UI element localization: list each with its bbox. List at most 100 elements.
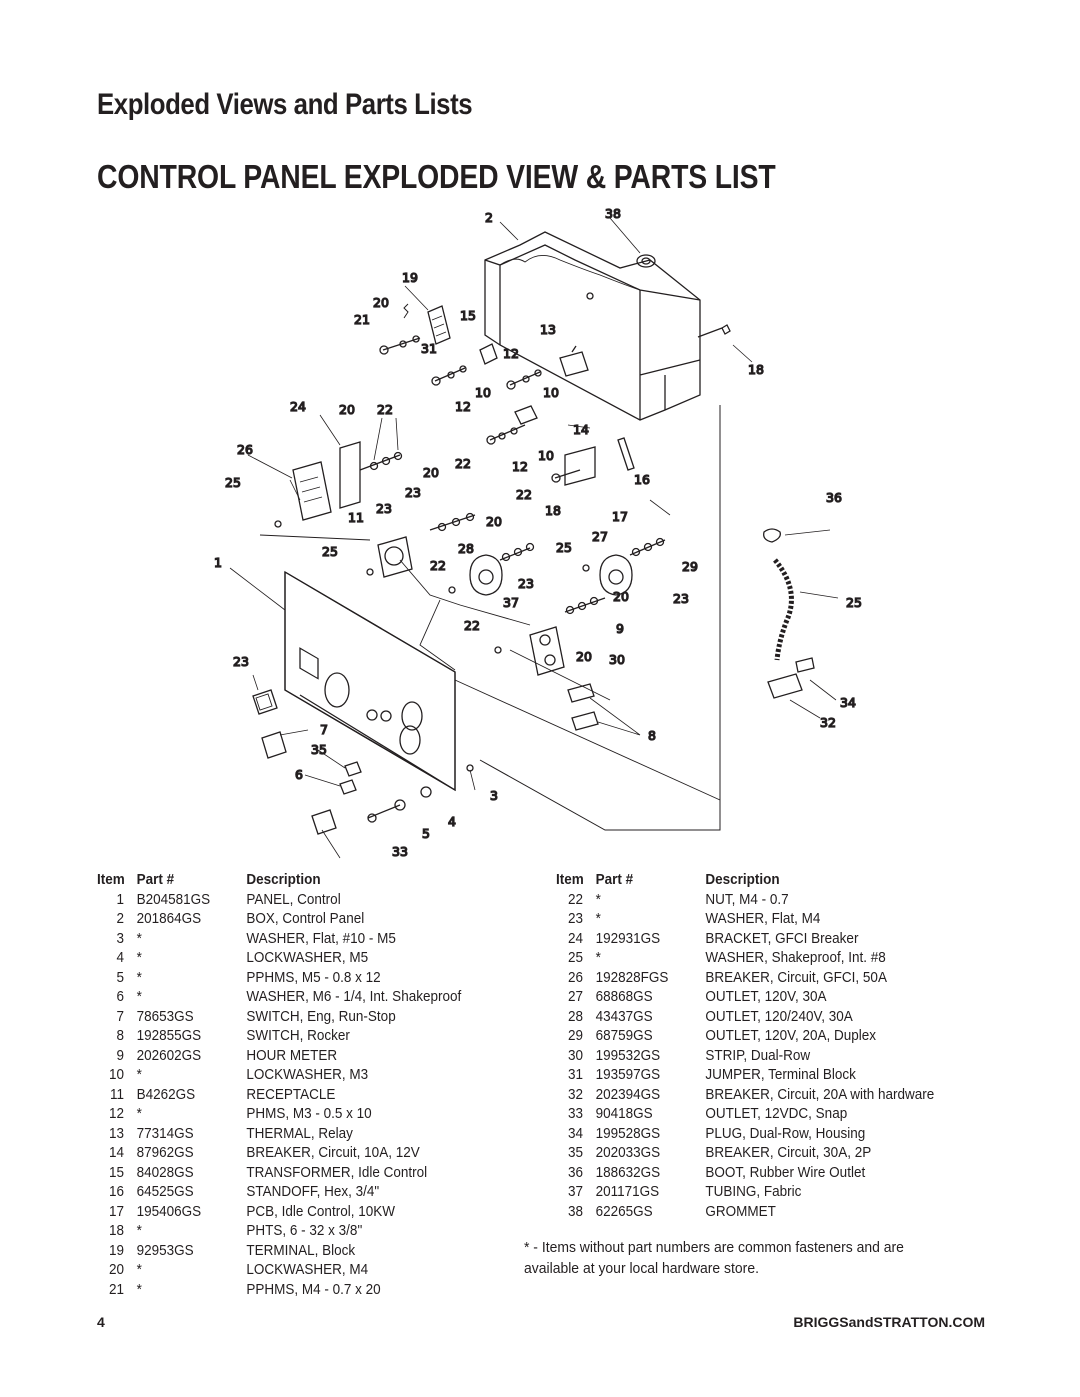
part-description: TRANSFORMER, Idle Control: [246, 1163, 428, 1181]
callout-25: 22: [464, 618, 480, 633]
callout-24: 24: [290, 399, 306, 414]
part-description: STRIP, Dual-Row: [705, 1046, 811, 1064]
table-header: Item Part # Description: [556, 870, 934, 890]
callout-28: 28: [458, 541, 474, 556]
callout-16: 16: [634, 472, 650, 487]
callout-30: 34: [840, 695, 856, 710]
callout-19: 19: [402, 270, 418, 285]
item-number: 34: [567, 1124, 583, 1142]
part-number: *: [136, 949, 142, 966]
part-description: RECEPTACLE: [246, 1085, 336, 1103]
callout-12: 12: [455, 399, 471, 414]
table-row: 26 192828FGS BREAKER, Circuit, GFCI, 50A: [556, 968, 934, 988]
item-number: 26: [567, 968, 583, 986]
part-description: GROMMET: [705, 1202, 776, 1220]
part-description: SWITCH, Eng, Run-Stop: [246, 1007, 396, 1025]
part-description: HOUR METER: [246, 1046, 338, 1064]
callout-7: 35: [311, 742, 327, 757]
item-number: 18: [108, 1222, 124, 1239]
callout-23: 37: [503, 595, 519, 610]
part-description: LOCKWASHER, M5: [246, 949, 369, 966]
callout-25: 22: [430, 558, 446, 573]
part-description: WASHER, Flat, M4: [705, 910, 821, 927]
part-description: LOCKWASHER, M4: [246, 1261, 369, 1278]
part-description: OUTLET, 12VDC, Snap: [705, 1105, 848, 1122]
part-description: PCB, Idle Control, 10KW: [246, 1202, 395, 1220]
item-number: 13: [108, 1124, 124, 1142]
callout-22: 22: [377, 402, 393, 417]
item-number: 4: [116, 949, 124, 966]
callout-20: 20: [423, 465, 439, 480]
part-description: PHTS, 6 - 32 x 3/8": [246, 1222, 363, 1239]
item-number: 30: [567, 1046, 583, 1064]
callout-36: 36: [826, 490, 842, 505]
part-description: SWITCH, Rocker: [246, 1027, 350, 1044]
callout-17: 17: [612, 509, 628, 524]
part-description: OUTLET, 120V, 20A, Duplex: [705, 1027, 877, 1044]
part-number: 62265GS: [595, 1202, 653, 1220]
item-number: 29: [567, 1027, 583, 1044]
part-number: *: [136, 1105, 142, 1122]
footnote: * - Items without part numbers are commo…: [524, 1239, 904, 1277]
callout-5: 33: [392, 844, 408, 859]
part-number: *: [136, 1261, 142, 1278]
callout-23: 20: [576, 649, 592, 664]
callout-25: 25: [556, 540, 572, 555]
control-box-drawing: [484, 231, 701, 421]
callout-29: 23: [518, 576, 534, 591]
part-number: 201171GS: [595, 1183, 660, 1200]
callout-6: 3: [490, 788, 498, 803]
item-number: 31: [567, 1066, 583, 1083]
item-number: 32: [567, 1085, 583, 1103]
callout-34: 32: [820, 715, 836, 730]
item-number: 3: [116, 929, 124, 947]
callouts: 2 38 19 20 21 31 15 13 12 10 10 12 18 24…: [213, 205, 862, 859]
part-number: *: [136, 1280, 142, 1298]
part-number: 192931GS: [595, 929, 661, 947]
item-number: 33: [567, 1105, 583, 1122]
part-description: BREAKER, Circuit, GFCI, 50A: [705, 968, 887, 986]
item-number: 28: [567, 1007, 583, 1025]
callout-2: 2: [485, 210, 493, 225]
part-number: 202602GS: [136, 1046, 202, 1064]
part-number: 193597GS: [595, 1066, 661, 1083]
table-row: 30 199532GS STRIP, Dual-Row: [556, 1046, 934, 1066]
callout-20: 20: [373, 295, 389, 310]
item-number: 16: [108, 1183, 124, 1200]
item-number: 19: [108, 1241, 124, 1259]
website-footer: BRIGGSandSTRATTON.COM: [793, 1314, 985, 1330]
table-row: 21*PPHMS, M4 - 0.7 x 20: [97, 1280, 461, 1300]
callout-20: 20: [486, 514, 502, 529]
part-number: *: [595, 910, 601, 927]
item-number: 27: [567, 988, 583, 1005]
part-description: WASHER, Shakeproof, Int. #8: [705, 949, 886, 966]
callout-23: 23: [376, 501, 392, 516]
item-number: 21: [108, 1280, 124, 1298]
part-description: TERMINAL, Block: [246, 1241, 356, 1259]
part-number: 78653GS: [136, 1007, 194, 1025]
part-description: BREAKER, Circuit, 10A, 12V: [246, 1144, 420, 1161]
item-number: 9: [116, 1046, 124, 1064]
exploded-view-diagram: 2 38 19 20 21 31 15 13 12 10 10 12 18 24…: [213, 205, 862, 859]
callout-37: 25: [846, 595, 862, 610]
part-description: LOCKWASHER, M3: [246, 1066, 369, 1083]
part-description: JUMPER, Terminal Block: [705, 1066, 856, 1083]
item-number: 2: [116, 910, 124, 927]
callout-18: 18: [545, 503, 561, 518]
header-description: Description: [246, 871, 321, 888]
callout-22: 22: [516, 487, 532, 502]
part-number: 192855GS: [136, 1027, 202, 1044]
part-number: *: [136, 1222, 142, 1239]
table-header: Item Part # Description: [97, 870, 461, 890]
part-number: 199532GS: [595, 1046, 661, 1064]
callout-15: 15: [460, 308, 476, 323]
part-number: 192828FGS: [595, 968, 669, 986]
part-description: BRACKET, GFCI Breaker: [705, 929, 859, 947]
